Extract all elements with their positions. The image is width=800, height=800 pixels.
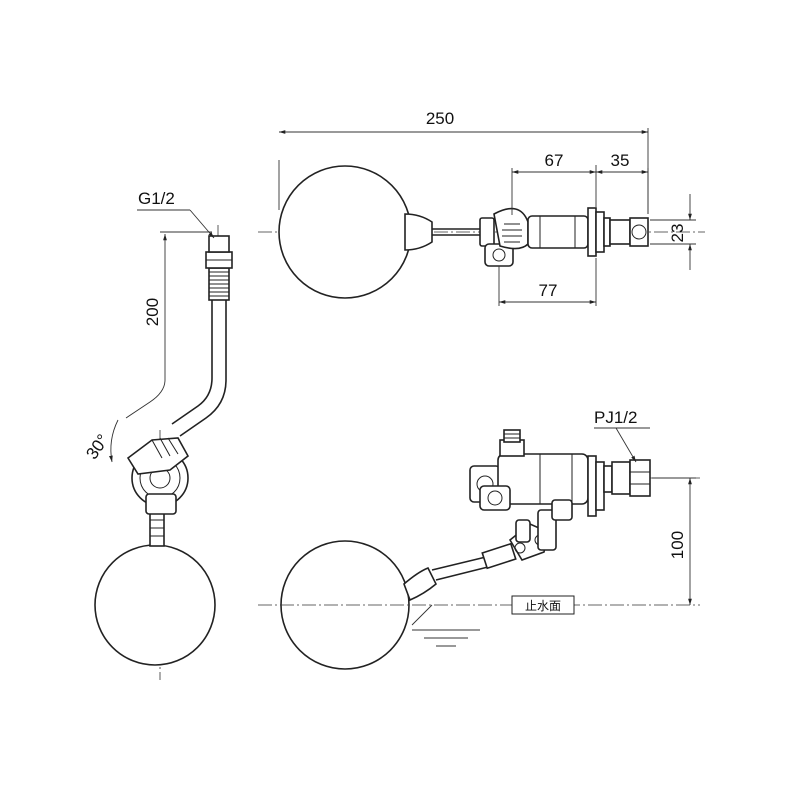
top-lever-block — [479, 217, 495, 247]
front-rod-clamp — [481, 542, 517, 570]
front-fitting-end — [629, 459, 651, 497]
top-view: 250 67 35 23 77 — [258, 109, 705, 306]
main-thread-label: PJ1/2 — [594, 408, 637, 427]
front-fitting-nut — [611, 461, 631, 495]
front-float-neck — [403, 566, 437, 602]
side-view: G1/2 200 30° — [82, 189, 233, 680]
side-pipe — [179, 270, 227, 437]
dim-fitting-width: 23 — [668, 224, 687, 243]
front-valve-body — [497, 453, 589, 505]
dim-float-drop: 100 — [668, 531, 687, 559]
dim-side-arm-height: 200 — [143, 298, 162, 326]
side-float-ball — [94, 544, 216, 666]
side-thread-label: G1/2 — [138, 189, 175, 208]
front-lower-outlet — [479, 485, 511, 511]
dim-valve-body-length: 67 — [545, 151, 564, 170]
dim-arm-angle: 30° — [82, 431, 112, 463]
top-valve-head — [493, 207, 529, 250]
water-level-label: 止水面 — [525, 599, 561, 613]
side-pivot-nut — [145, 493, 177, 515]
front-lever-link — [537, 509, 557, 551]
top-valve-body — [527, 215, 589, 249]
top-flange — [587, 207, 597, 257]
side-float-stem — [149, 511, 165, 547]
dim-float-arm-length: 77 — [539, 281, 558, 300]
front-float-rod — [431, 555, 491, 571]
dim-overall-length: 250 — [426, 109, 454, 128]
top-fitting-nut — [609, 219, 631, 245]
top-float-ball — [278, 165, 412, 299]
front-view: PJ1/2 100 止水面 — [258, 408, 700, 670]
front-flange — [587, 455, 597, 517]
dim-fitting-length: 35 — [611, 151, 630, 170]
front-top-nipple — [503, 429, 521, 443]
top-fitting-end — [629, 217, 649, 247]
top-float-neck — [404, 213, 433, 251]
front-float-ball — [280, 540, 410, 670]
water-level-label-box — [511, 595, 575, 615]
side-g-thread-end — [208, 235, 230, 253]
